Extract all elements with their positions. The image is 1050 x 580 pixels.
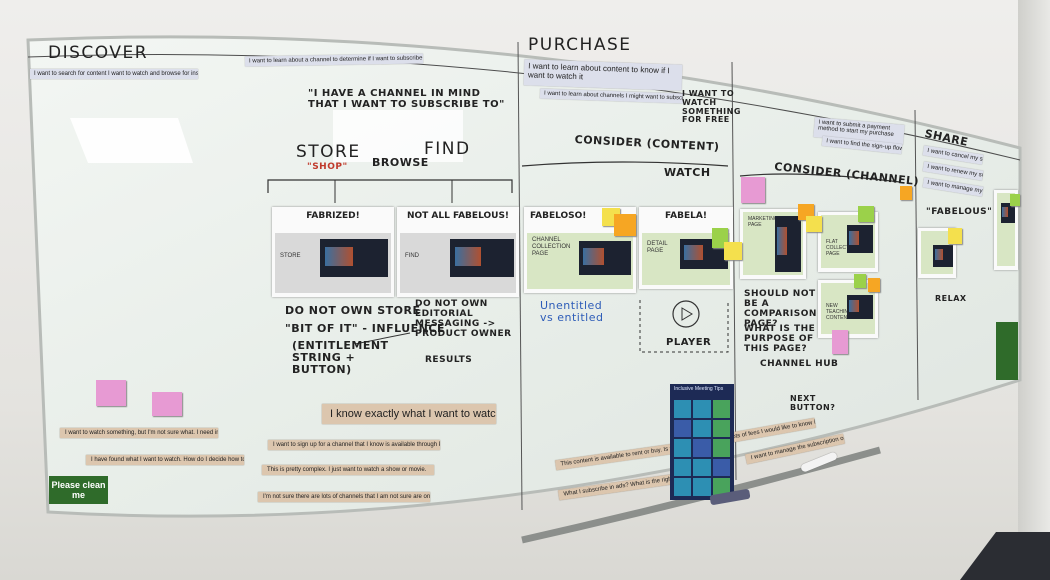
- card-body: FLAT COLLECTION PAGE: [821, 215, 875, 268]
- need-note-pretty-complex: This is pretty complex. I just want to w…: [262, 465, 434, 475]
- need-note-inspiration: I want to watch something, but I'm not s…: [60, 428, 218, 438]
- screen-thumbnail: [933, 245, 953, 267]
- note-channel-hub: CHANNEL HUB: [760, 359, 839, 369]
- card-body: [997, 193, 1015, 266]
- goal-strip-content: I want to learn about content to know if…: [523, 59, 683, 91]
- card-label: FIND: [405, 253, 419, 259]
- screen-card-detail: FABELA! DETAIL PAGE: [639, 207, 733, 289]
- sticky-note-pink: [96, 380, 126, 406]
- sticky-note-orange: [614, 214, 636, 236]
- card-body: FIND: [400, 233, 516, 293]
- card-title: NOT ALL FABELOUS!: [406, 211, 510, 221]
- screen-card-marketing: MARKETING PAGE: [740, 209, 806, 279]
- poster-grid: [674, 400, 730, 496]
- screen-card-store: FABRIZED! STORE: [272, 207, 394, 297]
- note-entitlement: (ENTITLEMENT STRING + BUTTON): [292, 339, 389, 377]
- screen-thumbnail: [847, 295, 873, 319]
- side-wall: [1018, 0, 1050, 580]
- sticky-note-orange: [900, 186, 912, 200]
- card-label: FLAT COLLECTION PAGE: [826, 239, 858, 257]
- screen-card-find: NOT ALL FABELOUS! FIND: [397, 207, 519, 297]
- card-body: [921, 231, 953, 274]
- need-note-not-sure-channel: I'm not sure there are lots of channels …: [258, 492, 430, 502]
- card-label: NEW TEACHING CONTENT: [826, 303, 852, 321]
- screen-thumbnail: [847, 225, 873, 253]
- side-sign: [996, 322, 1018, 380]
- card-label: DETAIL PAGE: [647, 241, 668, 255]
- section-discover: DISCOVER: [48, 43, 149, 63]
- label-player: PLAYER: [666, 337, 712, 348]
- note-bit-of-it: "BIT OF IT" - INFLUENCE: [285, 322, 445, 335]
- label-shop: "SHOP": [307, 162, 348, 172]
- card-label: CHANNEL COLLECTION PAGE: [532, 237, 571, 258]
- note-do-not-own-store: DO NOT OWN STORE: [285, 304, 421, 317]
- sticky-note-pink: [152, 392, 182, 416]
- card-body: CHANNEL COLLECTION PAGE: [527, 233, 633, 289]
- screen-card-share-2: [994, 190, 1018, 270]
- card-body: NEW TEACHING CONTENT: [821, 283, 875, 334]
- note-fabelous-share: "FABELOUS": [926, 207, 993, 217]
- goal-strip-discover: I want to search for content I want to w…: [30, 69, 198, 79]
- note-should-not-be: SHOULD NOT BE A COMPARISON PAGE?: [744, 289, 817, 329]
- label-find: FIND: [424, 139, 471, 159]
- sticky-note-orange: [868, 278, 880, 292]
- please-clean-me-sign: Please clean me: [49, 476, 108, 504]
- card-label: MARKETING PAGE: [748, 216, 778, 228]
- screen-card-channel-collection: FABELOSO! CHANNEL COLLECTION PAGE: [524, 207, 636, 293]
- need-note-sign-up: I want to sign up for a channel that I k…: [268, 440, 440, 450]
- sticky-note-green: [858, 206, 874, 222]
- need-note-know-exactly: I know exactly what I want to watch.: [322, 404, 496, 424]
- card-body: STORE: [275, 233, 391, 293]
- card-title: FABELA!: [665, 211, 707, 221]
- note-unentitled: Unentitled vs entitled: [540, 299, 604, 325]
- note-do-not-own-editorial: DO NOT OWN EDITORIAL MESSAGING -> PRODUC…: [415, 299, 512, 339]
- card-title: FABRIZED!: [306, 211, 360, 221]
- sticky-note-yellow: [724, 242, 742, 260]
- screen-card-flat-collection: FLAT COLLECTION PAGE: [818, 212, 878, 272]
- screen-thumbnail: [450, 239, 514, 277]
- section-purchase: PURCHASE: [528, 35, 632, 55]
- note-results: RESULTS: [425, 355, 473, 365]
- section-watch: WATCH: [664, 166, 711, 179]
- screen-thumbnail: [320, 239, 388, 277]
- sticky-note-pink: [832, 330, 848, 354]
- sticky-note-green: [854, 274, 866, 288]
- sticky-note-yellow: [948, 228, 962, 244]
- label-store: STORE: [296, 142, 361, 162]
- poster-title: Inclusive Meeting Tips: [674, 386, 724, 392]
- screen-thumbnail: [1001, 203, 1015, 223]
- screen-card-share-1: [918, 228, 956, 278]
- card-label: STORE: [280, 253, 301, 259]
- note-next-button: NEXT BUTTON?: [790, 394, 836, 412]
- screen-thumbnail: [775, 216, 801, 272]
- need-note-found-what: I have found what I want to watch. How d…: [86, 455, 244, 465]
- sticky-note-pink: [741, 177, 765, 203]
- card-title: FABELOSO!: [530, 211, 587, 221]
- note-relax: RELAX: [935, 294, 967, 303]
- note-watch-free: I WANT TO WATCH SOMETHING FOR FREE: [682, 89, 741, 125]
- screen-thumbnail: [579, 241, 631, 275]
- note-what-purpose: WHAT IS THE PURPOSE OF THIS PAGE?: [744, 324, 816, 354]
- sticky-note-green: [1010, 194, 1020, 206]
- label-browse: BROWSE: [372, 156, 429, 169]
- quote-channel-in-mind: "I HAVE A CHANNEL IN MIND THAT I WANT TO…: [308, 88, 505, 110]
- card-body: MARKETING PAGE: [743, 212, 803, 275]
- sticky-note-yellow: [806, 216, 822, 232]
- inclusive-meeting-poster: Inclusive Meeting Tips: [670, 384, 734, 500]
